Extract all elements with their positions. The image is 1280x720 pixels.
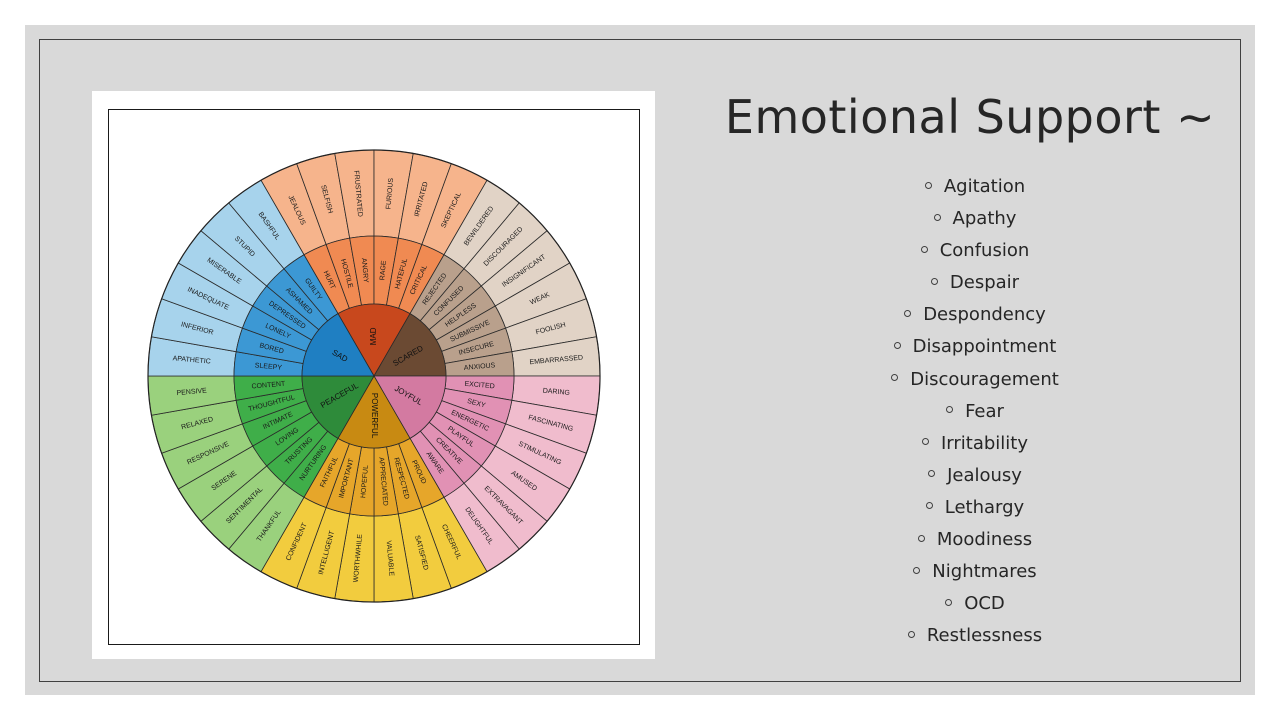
bullet-item: Apathy [810,203,1140,235]
wheel-core-label: POWERFUL [370,393,379,439]
bullet-text: Fear [965,400,1004,422]
wheel-outer-label: PENSIVE [176,387,207,397]
bullet-dot-icon [907,630,915,638]
wheel-outline [147,149,601,603]
bullet-item: Irritability [810,428,1140,460]
bullet-dot-icon [925,502,933,510]
wheel-core-segment [301,313,375,377]
bullet-dot-icon [921,438,929,446]
bullet-text: Lethargy [944,496,1025,518]
bullet-item: Despair [810,267,1140,299]
bullet-dot-icon [904,309,912,317]
wheel-middle-label: SEXY [466,398,486,410]
bullet-text: Restlessness [926,625,1043,647]
wheel-outer-label: DARING [542,388,570,397]
bullet-text: Confusion [939,240,1030,262]
bullet-text: Nightmares [932,561,1037,583]
slide-title: Emotional Support ~ [724,90,1216,144]
bullet-dot-icon [945,598,953,606]
wheel-outer-label: EMBARRASSED [529,355,583,367]
bullet-dot-icon [893,341,901,349]
bullet-dot-icon [933,213,941,221]
bullet-text: Agitation [943,176,1026,197]
wheel-outer-label: FURIOUS [385,177,395,209]
bullet-item: OCD [810,588,1140,620]
bullet-list: Agitation Apathy Confusion Despair Despo… [810,171,1140,652]
wheel-middle-label: RAGE [379,260,388,281]
bullet-item: Restlessness [810,620,1140,652]
wheel-middle-label: EXCITED [464,381,495,391]
wheel-core-segment [337,375,411,449]
wheel-core-segment [373,375,447,439]
bullet-item: Fear [810,396,1140,428]
bullet-dot-icon [891,374,899,382]
bullet-item: Lethargy [810,492,1140,524]
wheel-core-segment [337,303,411,377]
wheel-outer-label: VALUABLE [385,540,395,576]
bullet-dot-icon [913,566,921,574]
wheel-middle-label: SLEEPY [254,362,282,371]
wheel-core-segment [301,375,375,439]
bullet-text: Disappointment [912,336,1057,358]
bullet-dot-icon [917,534,925,542]
bullet-item: Nightmares [810,556,1140,588]
wheel-middle-label: CONTENT [251,381,286,391]
bullet-item: Confusion [810,235,1140,267]
bullet-item: Discouragement [810,364,1140,396]
wheel-middle-label: APPRECIATED [377,457,388,506]
bullet-item: Moodiness [810,524,1140,556]
bullet-text: Apathy [952,208,1017,230]
bullet-dot-icon [930,277,938,285]
wheel-core-label: MAD [369,327,378,345]
bullet-dot-icon [928,470,936,478]
bullet-dot-icon [946,406,954,414]
bullet-text: Despondency [923,304,1046,326]
wheel-middle-label: ANXIOUS [464,362,496,372]
wheel-outer-label: WORTHWHILE [353,534,364,583]
bullet-item: Disappointment [810,331,1140,363]
bullet-text: Moodiness [936,529,1033,551]
bullet-text: Discouragement [910,368,1059,390]
bullet-text: OCD [964,593,1005,615]
bullet-dot-icon [924,181,932,189]
wheel-outer-label: FRUSTRATED [352,170,363,217]
wheel-core-segment [373,313,447,377]
bullet-text: Irritability [940,432,1029,454]
bullet-item: Jealousy [810,460,1140,492]
bullet-dot-icon [920,245,928,253]
bullet-item: Agitation [810,171,1140,203]
wheel-middle-label: ANGRY [360,258,369,284]
bullet-text: Jealousy [947,464,1022,486]
bullet-item: Despondency [810,299,1140,331]
bullet-text: Despair [949,272,1020,294]
wheel-middle-label: HOPEFUL [360,465,370,499]
wheel-outer-label: APATHETIC [172,355,211,365]
